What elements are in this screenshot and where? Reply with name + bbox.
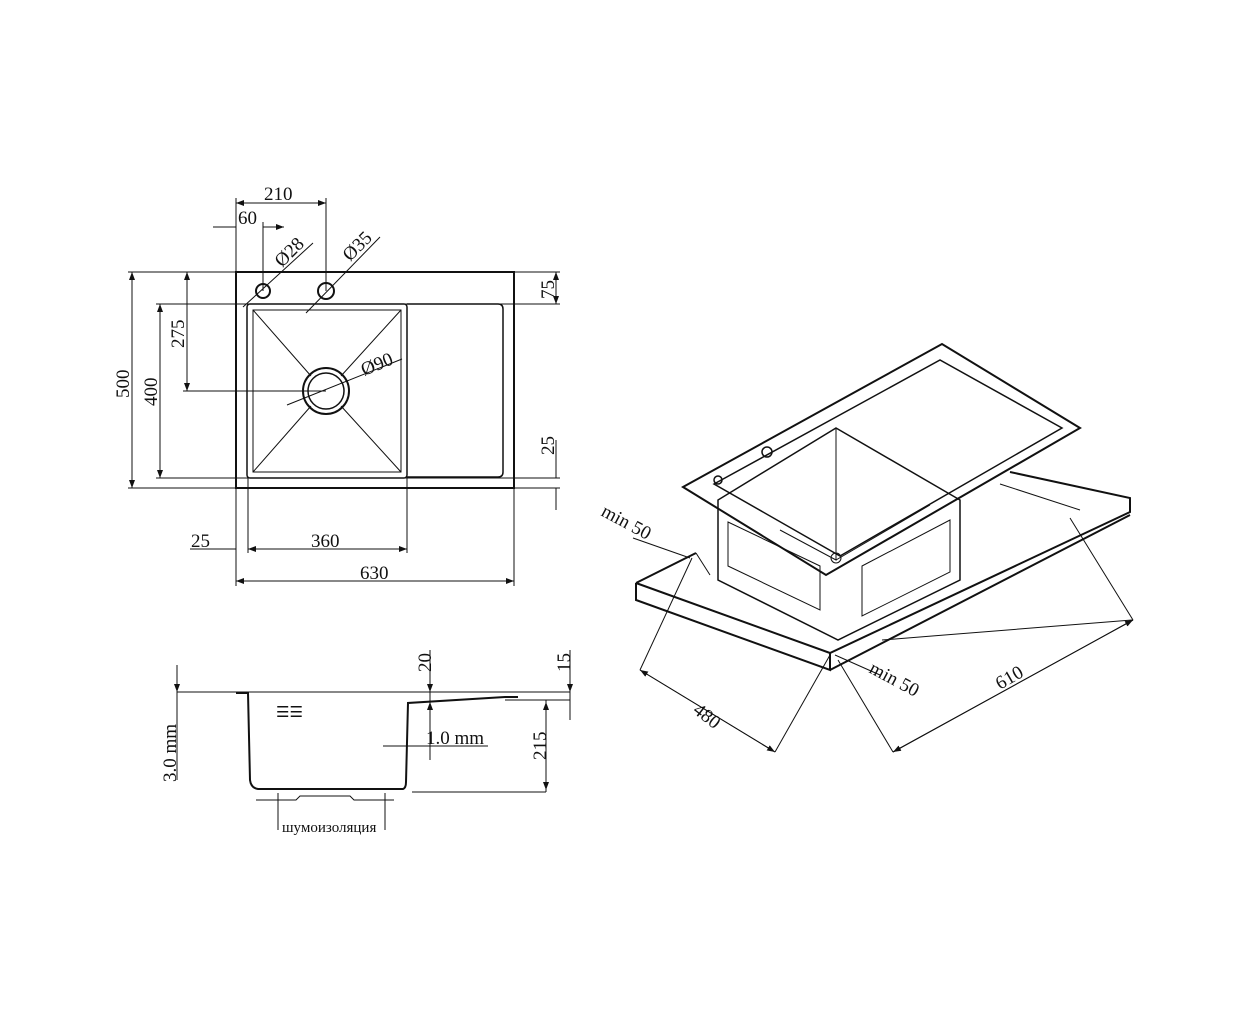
dim-20: 20 <box>415 653 436 672</box>
dim-610: 610 <box>992 662 1027 694</box>
dim-drain: Ø90 <box>358 349 396 381</box>
dim-25-left: 25 <box>191 531 210 552</box>
sink-rim <box>681 342 1082 577</box>
iso-view: min 50 min 50 480 610 <box>598 342 1134 753</box>
top-view: 210 60 Ø28 Ø35 Ø90 500 400 275 75 25 25 … <box>113 184 560 586</box>
dim-275: 275 <box>168 320 189 349</box>
dim-min50-front: min 50 <box>866 658 923 702</box>
insulation-label: шумоизоляция <box>282 820 376 836</box>
dim-15: 15 <box>554 653 575 672</box>
dim-hole-small: Ø28 <box>271 234 309 272</box>
dim-210: 210 <box>264 184 293 205</box>
sink-outline <box>235 271 515 489</box>
dim-215: 215 <box>530 732 551 761</box>
dim-60: 60 <box>238 208 257 229</box>
side-view: ☰☰ 3.0 mm 20 15 1.0 mm 215 шумоизоляция <box>160 650 575 836</box>
bowl-section <box>236 692 518 790</box>
dim-25-right: 25 <box>538 436 559 455</box>
dim-360: 360 <box>311 531 340 552</box>
overflow-slot: ☰☰ <box>276 705 303 721</box>
dim-480: 480 <box>689 699 724 733</box>
bowl-body <box>717 427 961 641</box>
dim-630: 630 <box>360 563 389 584</box>
dim-500: 500 <box>113 370 134 399</box>
dim-1mm: 1.0 mm <box>426 728 484 749</box>
dim-hole-large: Ø35 <box>339 228 377 266</box>
drainboard <box>407 303 504 478</box>
dim-3mm: 3.0 mm <box>160 724 181 782</box>
dim-min50-back: min 50 <box>598 501 655 545</box>
dim-75: 75 <box>538 280 559 299</box>
worktop <box>635 471 1131 672</box>
dim-400: 400 <box>141 378 162 407</box>
